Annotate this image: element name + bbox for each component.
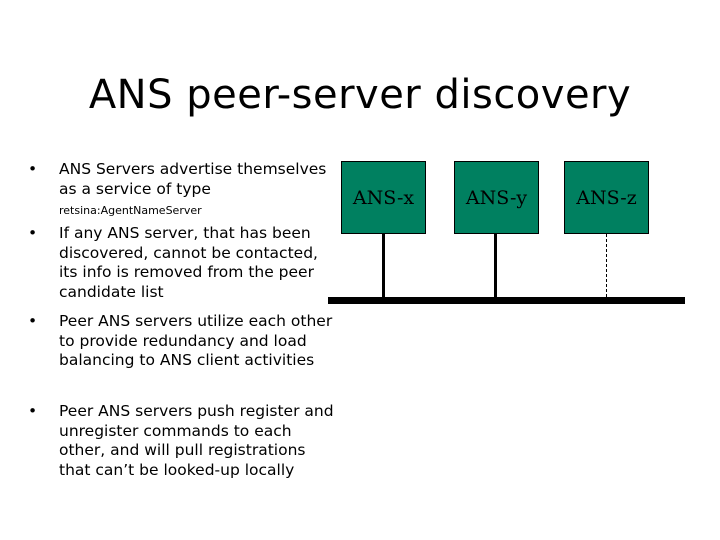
connector-ans-y bbox=[494, 234, 497, 297]
server-node-ans-x: ANS-x bbox=[341, 161, 426, 234]
server-node-ans-y: ANS-y bbox=[454, 161, 539, 234]
bullet-marker: • bbox=[28, 160, 38, 178]
connector-ans-x bbox=[382, 234, 385, 297]
bullet-marker: • bbox=[28, 312, 38, 330]
server-node-ans-z: ANS-z bbox=[564, 161, 649, 234]
bullet-text: If any ANS server, that has been discove… bbox=[59, 224, 318, 301]
bullet-text: ANS Servers advertise themselves as a se… bbox=[59, 160, 334, 218]
network-bus-line bbox=[328, 297, 685, 304]
connector-ans-z-dashed bbox=[606, 234, 607, 297]
bullet-text-main: ANS Servers advertise themselves as a se… bbox=[59, 160, 327, 198]
slide-title: ANS peer-server discovery bbox=[88, 72, 632, 118]
bullet-marker: • bbox=[28, 224, 38, 242]
bullet-text: Peer ANS servers push register and unreg… bbox=[59, 402, 334, 479]
service-type-label: retsina:AgentNameServer bbox=[59, 204, 202, 217]
bullet-text: Peer ANS servers utilize each other to p… bbox=[59, 312, 333, 369]
bullet-marker: • bbox=[28, 402, 38, 420]
